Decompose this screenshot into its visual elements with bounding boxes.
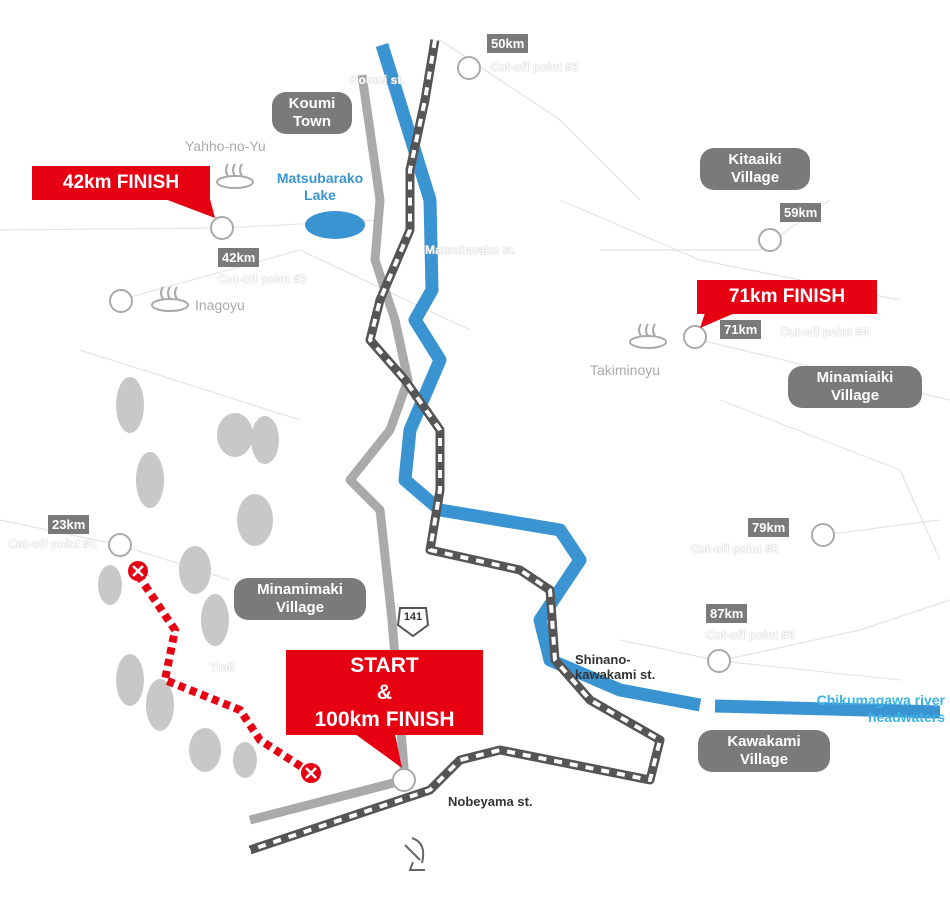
km-badge-71: 71km	[720, 320, 762, 339]
km-badge-23: 23km	[48, 515, 90, 534]
cutoff-label-4: Cut-off point #4	[780, 325, 869, 339]
onsen-yahho-label: Yahho-no-Yu	[185, 138, 266, 154]
finish-100km-text: 100km FINISH	[314, 708, 455, 731]
trail-route	[134, 572, 314, 777]
forest	[98, 377, 279, 778]
finish-71km-label: 71km FINISH	[697, 280, 877, 314]
cutoff-label-3: Cut-off point #3	[490, 60, 579, 74]
minor-roads	[0, 39, 950, 681]
matsubarako-lake	[305, 211, 365, 239]
station-koumi: Koumi st.	[350, 73, 405, 87]
start-text: START	[350, 654, 419, 677]
river-headwaters	[714, 699, 941, 719]
onsen-icon	[151, 163, 667, 349]
ampersand-text: &	[376, 681, 393, 704]
cutoff-label-5: Cut-off point #5	[690, 542, 779, 556]
route-141-shield	[396, 607, 430, 638]
closed-x-icon	[128, 561, 321, 783]
km-badge-59: 59km	[780, 203, 822, 222]
cutoff-label-2: Cut-off point #2	[218, 272, 307, 286]
finish-42km-label: 42km FINISH	[32, 166, 210, 200]
km-badge-42: 42km	[218, 248, 260, 267]
station-matsubarako: Matsubarako st.	[425, 243, 517, 257]
cutoff-label-1: Cut-off point #1	[8, 537, 97, 551]
start-finish-label: START & 100km FINISH	[286, 650, 483, 735]
route-number: 141	[403, 611, 423, 623]
railway	[248, 39, 665, 855]
station-shinano-kawakami: Shinano-kawakami st.	[575, 652, 656, 682]
km-badge-79: 79km	[748, 518, 790, 537]
cutoff-label-6: Cut-off point #6	[706, 628, 795, 642]
checkpoint-markers	[108, 56, 835, 792]
finish-pointers	[165, 199, 735, 768]
onsen-takiminoyu-label: Takiminoyu	[590, 362, 661, 378]
trail-label: Trail	[210, 660, 235, 674]
km-badge-87: 87km	[706, 604, 748, 623]
river-chikumagawa	[375, 43, 702, 712]
station-nobeyama: Nobeyama st.	[448, 794, 533, 809]
satellite-dish-icon	[404, 837, 425, 871]
km-badge-50: 50km	[487, 34, 529, 53]
onsen-inagoyu-label: Inagoyu	[195, 297, 245, 313]
